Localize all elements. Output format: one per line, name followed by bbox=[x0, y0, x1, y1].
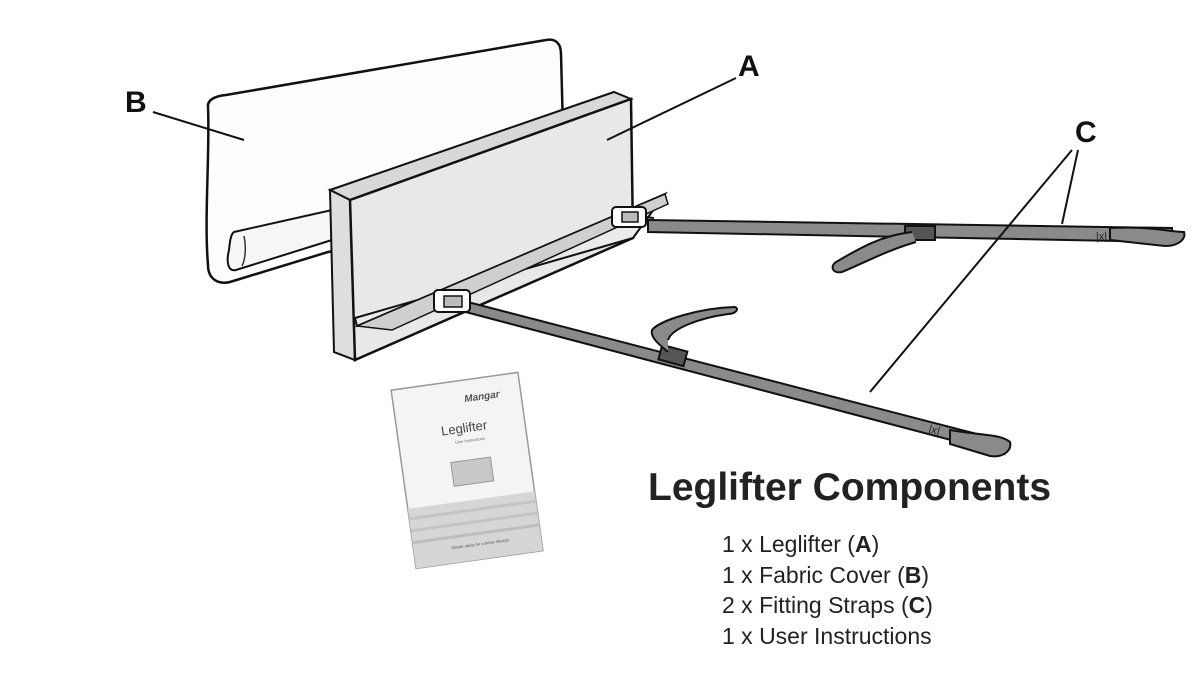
leader-line-c-upper bbox=[1061, 149, 1079, 225]
leader-line-a bbox=[606, 77, 737, 141]
instruction-booklet: Mangar Leglifter User Instructions Simpl… bbox=[390, 371, 544, 570]
leglifter-board bbox=[327, 90, 669, 362]
leader-line-b bbox=[152, 111, 245, 141]
strap-mark-upper: |x| bbox=[1096, 231, 1108, 243]
booklet-brand: Mangar bbox=[464, 389, 502, 405]
booklet-subtitle: User Instructions bbox=[455, 436, 485, 445]
fitting-strap-upper bbox=[611, 206, 1186, 274]
callout-a: A bbox=[738, 50, 760, 83]
callout-b: B bbox=[125, 86, 147, 119]
callout-c: C bbox=[1075, 116, 1097, 149]
component-item: 2 x Fitting Straps (C) bbox=[722, 592, 933, 618]
fitting-strap-lower bbox=[433, 289, 1012, 458]
component-item: 1 x Leglifter (A) bbox=[722, 531, 880, 557]
components-title: Leglifter Components bbox=[648, 466, 1052, 509]
strap-mark-lower: |x| bbox=[927, 423, 941, 437]
component-item: 1 x Fabric Cover (B) bbox=[722, 561, 930, 588]
leader-line-c-lower bbox=[869, 149, 1073, 393]
fabric-cover bbox=[205, 38, 566, 284]
components-list: 1 x Leglifter (A) 1 x Fabric Cover (B) 2… bbox=[722, 529, 933, 651]
component-item: 1 x User Instructions bbox=[722, 622, 932, 649]
booklet-title: Leglifter bbox=[440, 417, 489, 438]
